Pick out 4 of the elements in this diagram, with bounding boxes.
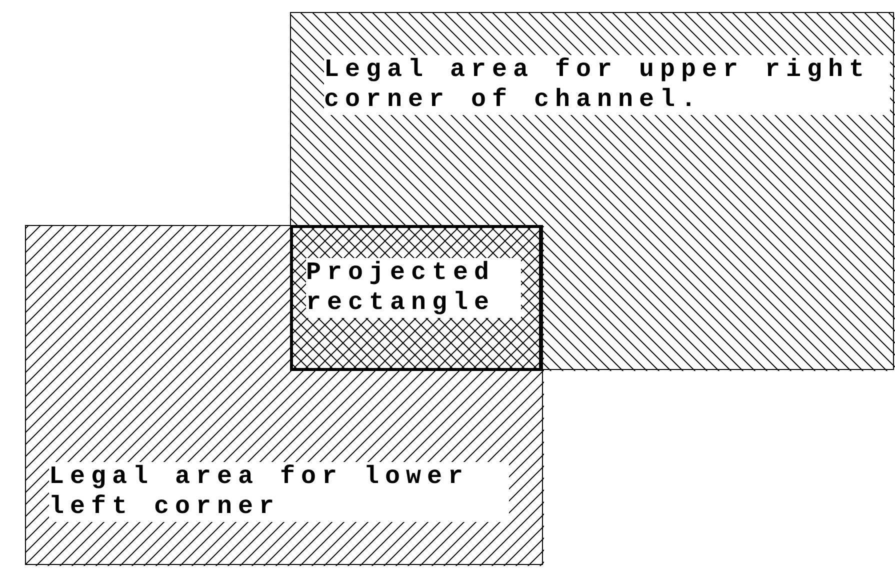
region-label: Legal area for lower left corner [49, 462, 509, 522]
hatched-region [25, 225, 543, 565]
region-label: Projected rectangle [306, 258, 521, 318]
region-label: Legal area for upper right corner of channel. [324, 55, 890, 115]
